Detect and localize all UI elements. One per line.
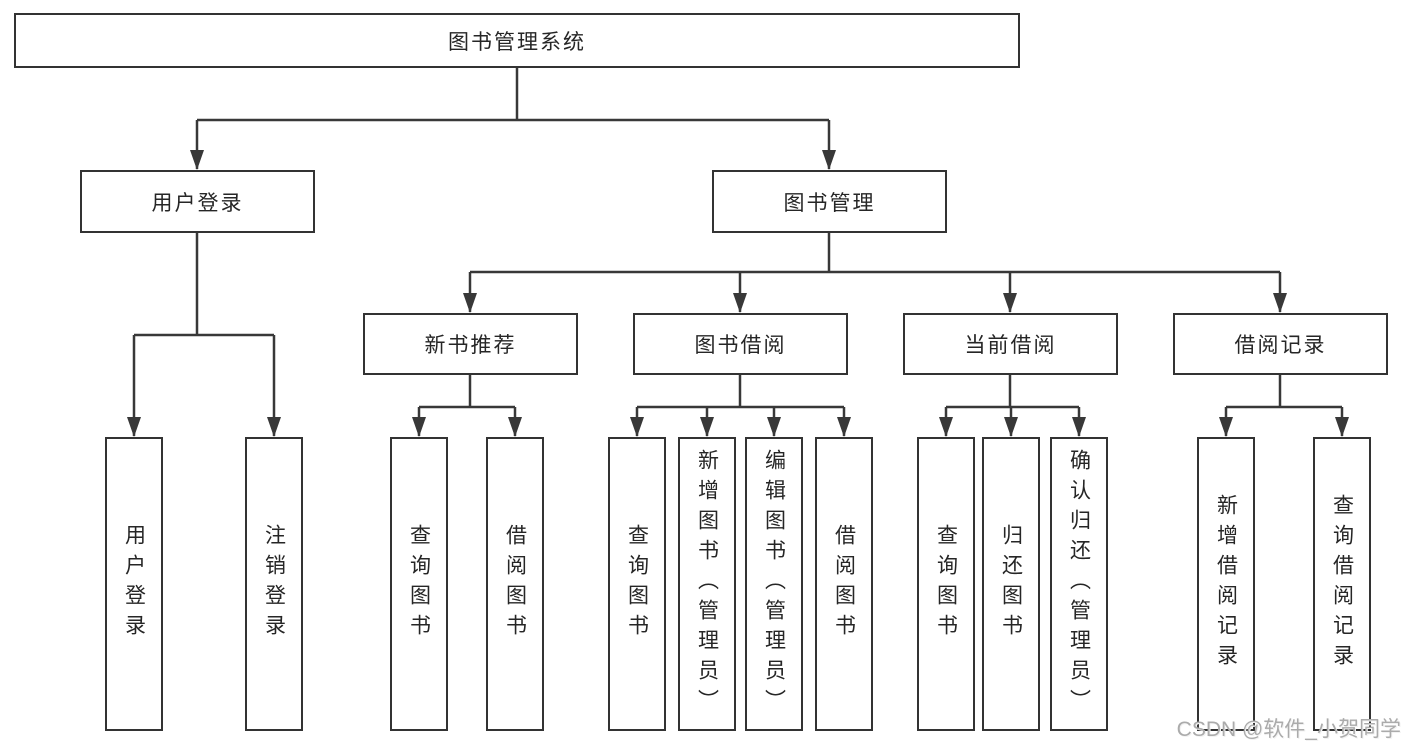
leaf-label: 查询图书: [934, 524, 958, 644]
leaf-label: 查询图书: [407, 524, 431, 644]
leaf-logout: 注销登录: [245, 437, 303, 731]
leaf-query-books-recommend: 查询图书: [390, 437, 448, 731]
leaf-query-books-borrow: 查询图书: [608, 437, 666, 731]
node-current-borrow: 当前借阅: [903, 313, 1118, 375]
node-label: 借阅记录: [1234, 334, 1327, 357]
node-user-login: 用户登录: [80, 170, 315, 233]
leaf-label: 查询图书: [625, 524, 649, 644]
leaf-label: 借阅图书: [832, 524, 856, 644]
leaf-label: 查询借阅记录: [1330, 494, 1354, 674]
node-label: 图书管理: [783, 191, 876, 215]
node-new-book-recommend: 新书推荐: [363, 313, 578, 375]
leaf-confirm-return-admin: 确认归还（管理员）: [1050, 437, 1108, 731]
leaf-label: 确认归还（管理员）: [1067, 449, 1091, 719]
leaf-label: 新增借阅记录: [1214, 494, 1238, 674]
leaf-label: 用户登录: [122, 524, 146, 644]
node-library-management-system: 图书管理系统: [14, 13, 1020, 68]
leaf-borrow-books-recommend: 借阅图书: [486, 437, 544, 731]
leaf-label: 借阅图书: [503, 524, 527, 644]
csdn-watermark: CSDN @软件_小贺同学: [1176, 718, 1401, 741]
leaf-query-books-current: 查询图书: [917, 437, 975, 731]
node-label: 新书推荐: [424, 334, 517, 357]
node-label: 图书借阅: [694, 334, 787, 357]
leaf-query-borrow-record: 查询借阅记录: [1313, 437, 1371, 731]
leaf-label: 编辑图书（管理员）: [762, 449, 786, 719]
node-label: 当前借阅: [964, 334, 1057, 357]
node-label: 图书管理系统: [448, 30, 586, 54]
leaf-label: 归还图书: [999, 524, 1023, 644]
node-label: 用户登录: [151, 191, 244, 215]
leaf-edit-book-admin: 编辑图书（管理员）: [745, 437, 803, 731]
node-book-borrow: 图书借阅: [633, 313, 848, 375]
node-book-management: 图书管理: [712, 170, 947, 233]
leaf-add-borrow-record: 新增借阅记录: [1197, 437, 1255, 731]
leaf-borrow-books: 借阅图书: [815, 437, 873, 731]
node-borrow-records: 借阅记录: [1173, 313, 1388, 375]
leaf-label: 注销登录: [262, 524, 286, 644]
leaf-user-login: 用户登录: [105, 437, 163, 731]
leaf-add-book-admin: 新增图书（管理员）: [678, 437, 736, 731]
leaf-return-book: 归还图书: [982, 437, 1040, 731]
leaf-label: 新增图书（管理员）: [695, 449, 719, 719]
